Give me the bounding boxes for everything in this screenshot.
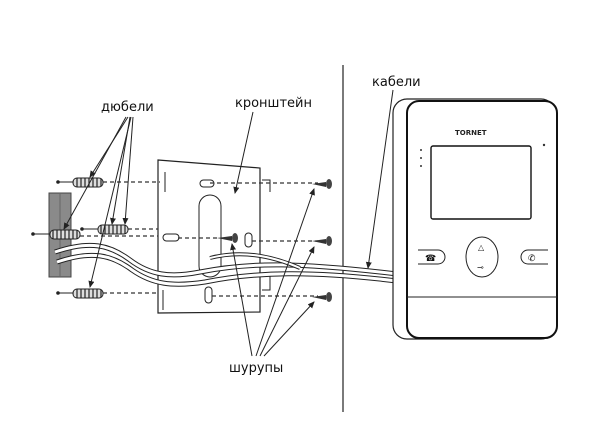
screw (217, 233, 238, 243)
screw (312, 236, 332, 246)
label-cables: кабели (372, 75, 421, 90)
indicator-leds (420, 143, 546, 167)
screw (312, 179, 332, 189)
dowel (80, 224, 129, 235)
hang-up-icon: ☎ (425, 254, 436, 264)
dowel (56, 177, 104, 188)
nav-button (465, 236, 499, 278)
label-bracket: кронштейн (235, 96, 312, 111)
cables (54, 242, 406, 287)
leader-lines (63, 89, 394, 357)
hang-up-button: ☎ (418, 249, 446, 265)
label-screws: шурупы (229, 361, 283, 376)
dowel (56, 288, 104, 299)
screws (217, 179, 332, 302)
screen (430, 145, 532, 220)
dowels (31, 177, 129, 299)
intercom-monitor: TORNET ☎ ✆ △ ⊸ (392, 98, 558, 340)
screw (312, 292, 332, 302)
label-dowels: дюбели (101, 100, 154, 115)
brand-logo: TORNET (455, 129, 487, 137)
answer-icon: ✆ (528, 254, 536, 264)
key-icon: ⊸ (477, 263, 484, 272)
up-icon: △ (478, 243, 485, 252)
svg-text:TORNET: TORNET (455, 129, 487, 137)
dowel (31, 229, 81, 240)
alignment-lines (80, 181, 318, 297)
answer-button: ✆ (520, 249, 548, 265)
